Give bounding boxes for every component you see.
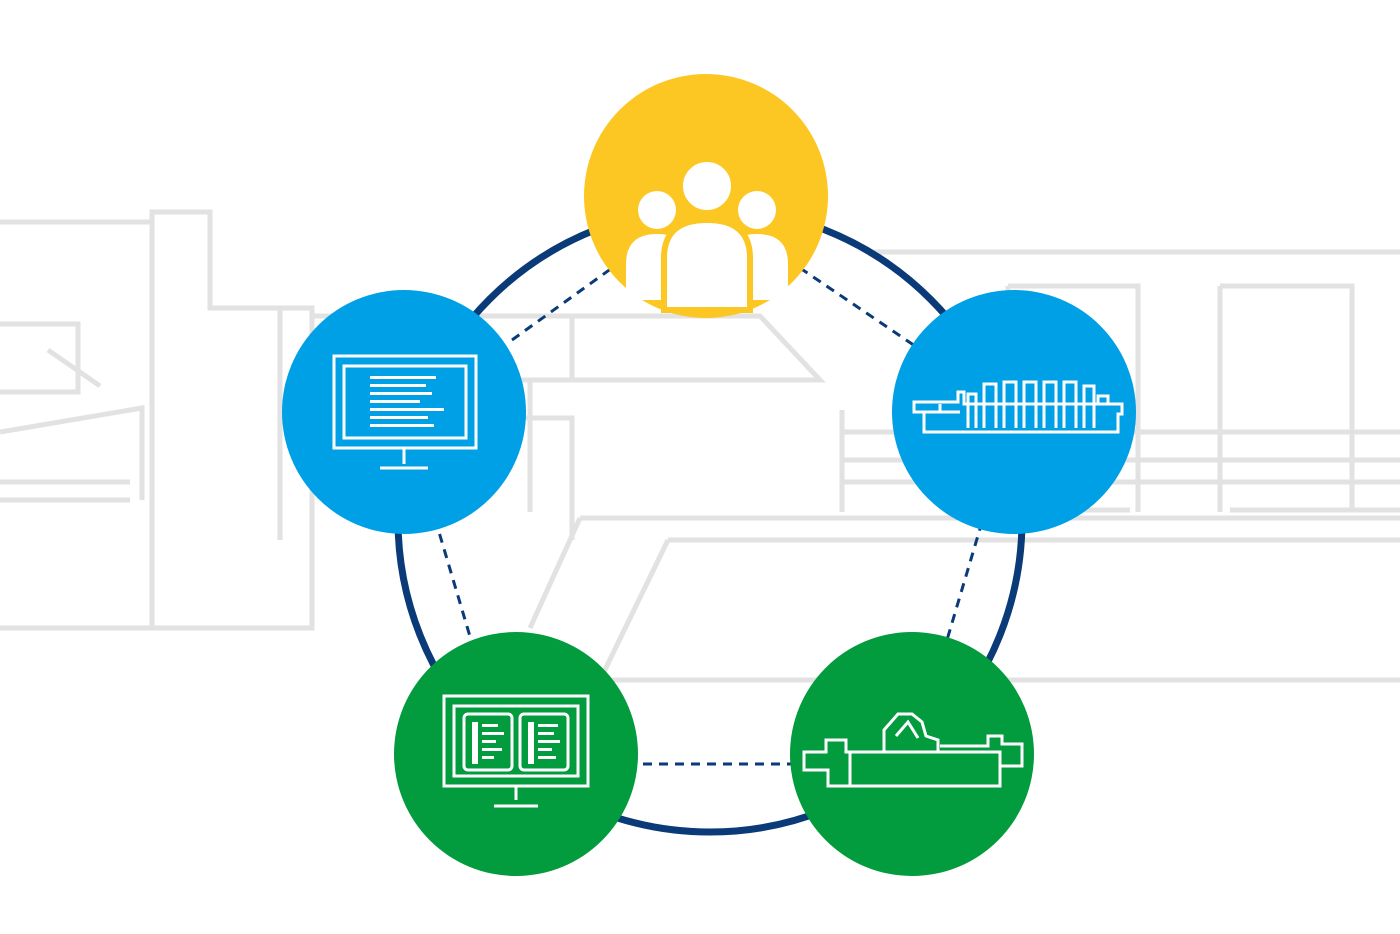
node-press-circle <box>892 290 1136 534</box>
connector-press-folder <box>942 521 984 651</box>
node-dashboard-circle <box>394 632 638 876</box>
background-rails-left <box>0 479 130 503</box>
background-building-left <box>0 209 315 631</box>
dashboard-left-panel-lines <box>472 722 504 764</box>
connector-workstation-people <box>511 266 613 342</box>
node-press[interactable] <box>892 290 1136 534</box>
node-folder[interactable] <box>790 632 1034 876</box>
background-machine-window <box>0 321 145 500</box>
node-dashboard[interactable] <box>394 632 638 876</box>
monitor-text-lines <box>370 376 444 427</box>
node-workstation-circle <box>282 290 526 534</box>
text-monitor-icon <box>332 354 478 470</box>
node-people[interactable] <box>584 74 828 318</box>
node-workstation[interactable] <box>282 290 526 534</box>
connector-people-press <box>799 266 919 350</box>
people-group-icon <box>626 156 788 313</box>
dashboard-right-panel-lines <box>528 722 560 764</box>
folding-machine-icon <box>802 712 1024 788</box>
connector-lines <box>434 266 984 766</box>
node-folder-circle <box>790 632 1034 876</box>
background-building-left-divider <box>149 212 283 626</box>
printing-press-icon <box>912 380 1124 434</box>
connector-dashboard-workstation <box>434 521 476 651</box>
dashboard-monitor-icon <box>442 694 590 808</box>
